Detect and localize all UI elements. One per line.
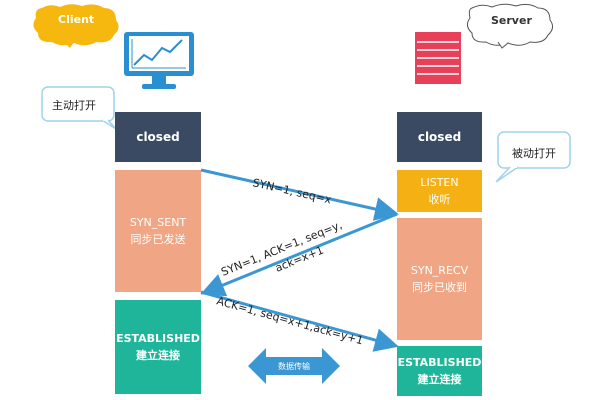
- server-label-bubble: [466, 3, 554, 49]
- server-label: Server: [491, 14, 532, 27]
- server-state-established-title: ESTABLISHED: [397, 356, 482, 369]
- arrow-syn: [200, 168, 399, 221]
- server-callout-text: 被动打开: [512, 147, 556, 160]
- server-state-closed: closed: [397, 112, 482, 162]
- arrow-syn-ack: [200, 212, 398, 297]
- client-state-syn-sent-title: SYN_SENT: [129, 216, 187, 229]
- server-state-listen-title: LISTEN: [420, 176, 459, 189]
- server-state-listen-subtitle: 收听: [428, 193, 451, 206]
- client-state-established-subtitle: 建立连接: [136, 349, 180, 362]
- arrow-ack: [200, 290, 399, 352]
- client-state-closed: closed: [115, 112, 201, 162]
- client-label-bubble: [33, 4, 119, 48]
- client-state-established: ESTABLISHED 建立连接: [115, 300, 201, 394]
- client-callout-text: 主动打开: [52, 99, 96, 112]
- server-state-established-subtitle: 建立连接: [417, 373, 462, 386]
- client-state-closed-title: closed: [136, 129, 180, 144]
- msg-ack: ACK=1, seq=x+1,ack=y+1: [215, 294, 364, 347]
- client-state-syn-sent-subtitle: 同步已发送: [130, 233, 186, 246]
- server-callout-bubble: [495, 131, 571, 183]
- monitor-chart-icon: [124, 32, 194, 89]
- client-label: Client: [58, 13, 95, 26]
- client-callout-bubble: [41, 86, 117, 130]
- server-state-syn-recv-subtitle: 同步已收到: [412, 281, 467, 294]
- msg-syn: SYN=1, seq=x: [251, 176, 333, 206]
- server-state-closed-title: closed: [417, 129, 462, 144]
- server-rack-icon: [415, 32, 461, 84]
- server-state-syn-recv-title: SYN_RECV: [410, 264, 469, 277]
- server-state-listen: LISTEN 收听: [397, 170, 482, 212]
- server-state-syn-recv: SYN_RECV 同步已收到: [397, 218, 482, 340]
- server-state-established: ESTABLISHED 建立连接: [397, 346, 482, 396]
- data-transfer-label: 数据传输: [278, 361, 310, 371]
- client-state-syn-sent: SYN_SENT 同步已发送: [115, 170, 201, 292]
- client-state-established-title: ESTABLISHED: [116, 332, 200, 345]
- data-transfer-arrow: [248, 348, 340, 384]
